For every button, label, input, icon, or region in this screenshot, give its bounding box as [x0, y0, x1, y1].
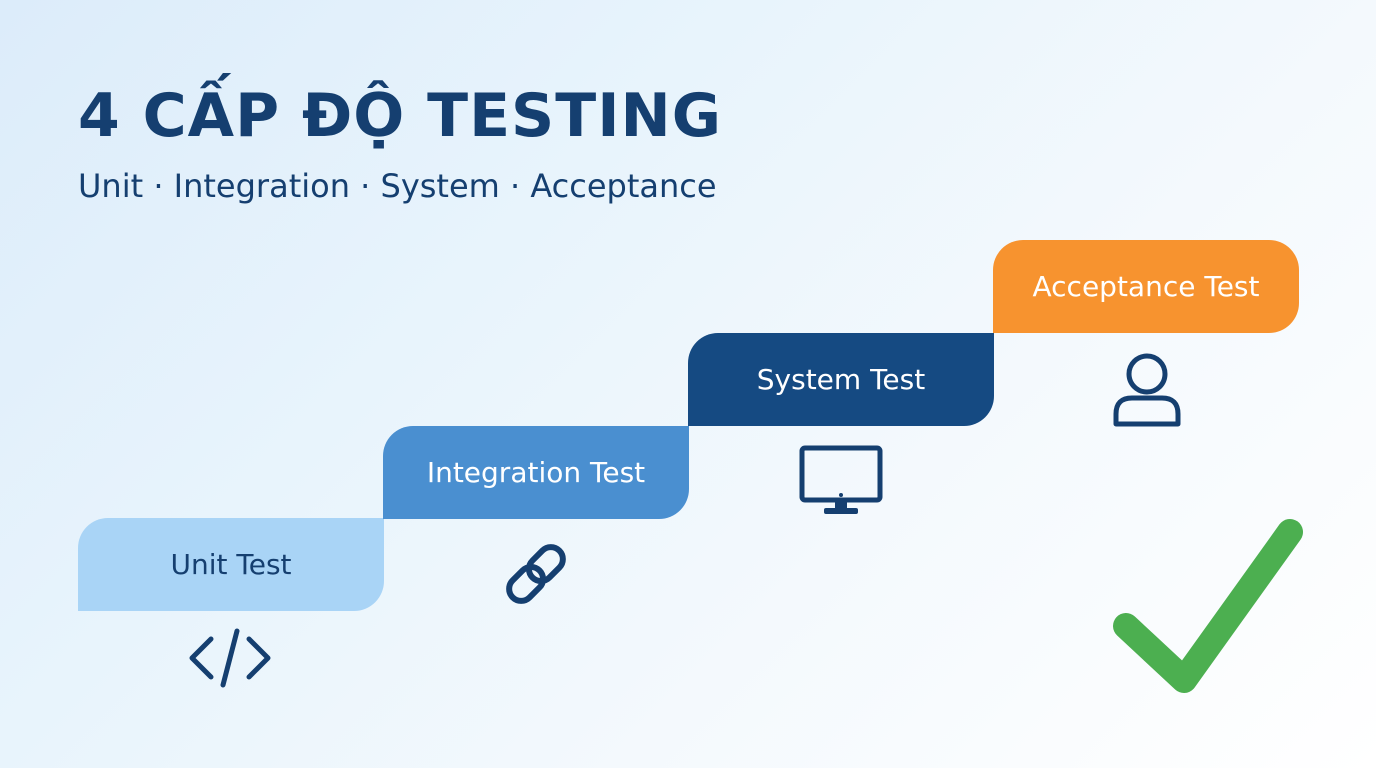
step-label: Integration Test — [426, 456, 646, 489]
step-label: Acceptance Test — [1032, 270, 1260, 303]
link-icon — [497, 536, 575, 612]
user-icon — [1110, 350, 1184, 430]
step-label: Unit Test — [170, 548, 292, 581]
step-system-test: System Test — [688, 333, 994, 426]
code-icon — [187, 625, 273, 691]
step-label: System Test — [756, 363, 926, 396]
step-integration-test: Integration Test — [383, 426, 689, 519]
page-subtitle: Unit · Integration · System · Acceptance — [78, 167, 717, 205]
checkmark-icon — [1112, 518, 1306, 700]
page-title: 4 CẤP ĐỘ TESTING — [78, 81, 722, 151]
step-unit-test: Unit Test — [78, 518, 384, 611]
monitor-icon — [798, 444, 884, 518]
step-acceptance-test: Acceptance Test — [993, 240, 1299, 333]
